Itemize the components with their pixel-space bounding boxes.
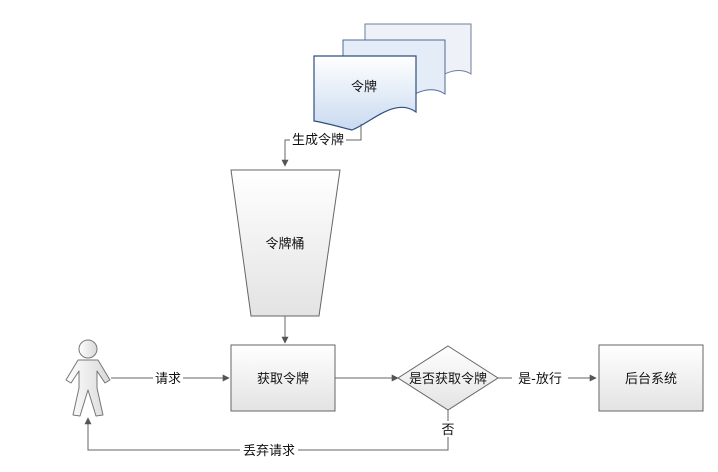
token-bucket-shape <box>230 169 341 317</box>
edge-label-drop-request: 丢弃请求 <box>243 444 295 459</box>
edge-label-bg-yes-pass <box>512 370 568 386</box>
edge-label-yes-pass: 是-放行 <box>518 372 562 387</box>
edge-label-bg-generate-token <box>290 131 346 147</box>
get-token-label: 获取令牌 <box>257 371 309 387</box>
edge-label-no: 否 <box>441 423 454 438</box>
edge-label-bg-request <box>153 370 183 386</box>
get-token-box <box>230 344 336 412</box>
edge-label-bg-no <box>440 421 456 437</box>
token-document-front <box>313 55 417 131</box>
token-documents-stack: 令牌 <box>313 23 472 131</box>
backend-system-box <box>598 344 704 412</box>
token-document-label: 令牌 <box>351 79 377 95</box>
decision-label: 是否获取令牌 <box>409 371 487 387</box>
person-icon <box>65 339 111 417</box>
edge-label-generate-token: 生成令牌 <box>292 132 344 148</box>
backend-system-label: 后台系统 <box>625 372 677 387</box>
token-bucket-label: 令牌桶 <box>265 236 304 252</box>
edge-label-request: 请求 <box>155 372 181 387</box>
edge-label-bg-drop-request <box>240 442 298 458</box>
